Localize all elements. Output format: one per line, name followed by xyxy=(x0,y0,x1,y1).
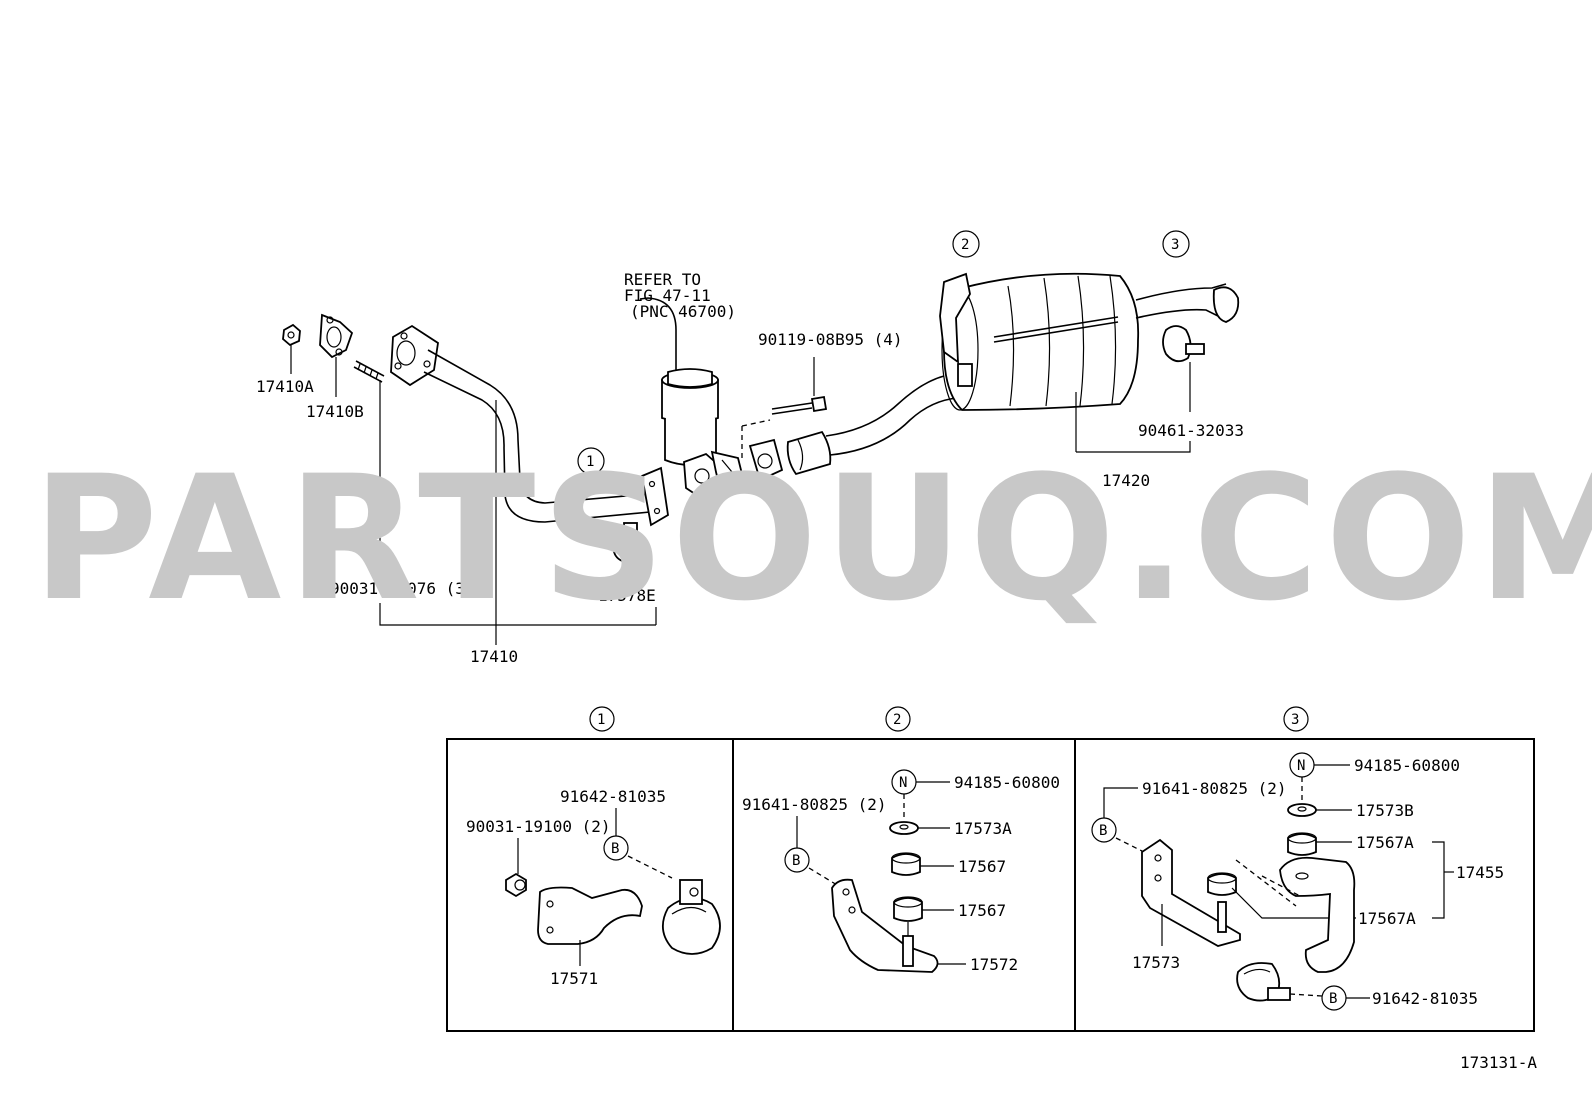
label-d3-91642-81035: 91642-81035 xyxy=(1372,989,1478,1008)
label-d2-17567-b: 17567 xyxy=(958,901,1006,920)
label-d3-17567A-b: 17567A xyxy=(1358,909,1416,928)
front-pipe-17410-part xyxy=(390,324,669,527)
d3-cushion-2-part xyxy=(1207,872,1237,896)
d1-bolt-part xyxy=(505,872,527,898)
label-17573B: 17573B xyxy=(1356,801,1414,820)
detail-3-panel: 3 B 91641-80825 (2) N 94185-60800 17573B… xyxy=(1091,706,1504,1011)
d2-letter-n: N xyxy=(899,775,907,791)
label-17455: 17455 xyxy=(1456,863,1504,882)
label-17573: 17573 xyxy=(1132,953,1180,972)
callout-3-marker: 3 xyxy=(1162,230,1190,258)
label-17410: 17410 xyxy=(470,647,518,666)
d3-washer-part xyxy=(1287,803,1317,817)
d3-letter-b1: B xyxy=(1099,823,1107,839)
bolt-90119-08B95-part xyxy=(771,395,828,415)
label-d2-17567-a: 17567 xyxy=(958,857,1006,876)
center-pipe-part xyxy=(748,375,959,482)
label-90031-16076: 90031-16076 (3) xyxy=(330,579,475,598)
detail-1-panel: 1 91642-81035 B 90031-19100 (2) 17571 xyxy=(466,706,721,988)
refer-note-line2: FIG 47-11 xyxy=(624,286,711,305)
bracket-17572-part xyxy=(831,878,939,973)
clamp-17578E-part xyxy=(612,522,644,563)
nut-17410A-part xyxy=(282,323,301,347)
label-17410A: 17410A xyxy=(256,377,314,396)
svg-text:3: 3 xyxy=(1171,237,1179,253)
detail-2-callout: 2 xyxy=(893,712,901,728)
label-d3-94185-60800: 94185-60800 xyxy=(1354,756,1460,775)
label-17573A: 17573A xyxy=(954,819,1012,838)
label-17571: 17571 xyxy=(550,969,598,988)
exhaust-valve-unit-part xyxy=(639,297,746,502)
label-d3-91641-80825: 91641-80825 (2) xyxy=(1142,779,1287,798)
label-17410B: 17410B xyxy=(306,402,364,421)
label-17578E: 17578E xyxy=(598,586,656,605)
gasket-17410B-part xyxy=(319,313,354,359)
refer-note-line1: REFER TO xyxy=(624,270,701,289)
d3-cushion-1-part xyxy=(1287,832,1317,856)
bracket-17571-part xyxy=(537,886,643,945)
svg-text:2: 2 xyxy=(961,237,969,253)
d2-cushion-2-part xyxy=(893,896,923,922)
label-d3-17567A-a: 17567A xyxy=(1356,833,1414,852)
d3-letter-n: N xyxy=(1297,758,1305,774)
d2-washer-part xyxy=(889,821,919,835)
detail-3-callout: 3 xyxy=(1291,712,1299,728)
d3-letter-b2: B xyxy=(1329,991,1337,1007)
stud-bolt-part xyxy=(353,360,385,383)
label-d2-91641-80825: 91641-80825 (2) xyxy=(742,795,887,814)
detail-frame xyxy=(446,738,1535,1032)
detail-2-panel: 2 91641-80825 (2) B N 94185-60800 17573A… xyxy=(742,706,1060,974)
callout-1-marker: 1 xyxy=(577,447,605,475)
svg-text:1: 1 xyxy=(586,454,594,470)
label-17420: 17420 xyxy=(1102,471,1150,490)
label-17572: 17572 xyxy=(970,955,1018,974)
muffler-17420-part xyxy=(939,272,1240,411)
d2-letter-b: B xyxy=(792,853,800,869)
clamp-90461-32033-part xyxy=(1162,325,1205,363)
bracket-17573-part xyxy=(1141,838,1241,947)
d1-letter-b: B xyxy=(611,841,619,857)
d1-clamp-part xyxy=(662,879,721,955)
label-90461-32033: 90461-32033 xyxy=(1138,421,1244,440)
hanger-17455-part xyxy=(1279,856,1356,973)
d3-clamp-part xyxy=(1236,962,1291,1002)
label-d1-90031-19100: 90031-19100 (2) xyxy=(466,817,611,836)
callout-2-marker: 2 xyxy=(952,230,980,258)
d2-cushion-1-part xyxy=(891,852,921,876)
label-90119-08B95: 90119-08B95 (4) xyxy=(758,330,903,349)
label-d1-91642-81035: 91642-81035 xyxy=(560,787,666,806)
refer-note-line3: (PNC 46700) xyxy=(630,302,736,321)
figure-code: 173131-A xyxy=(1460,1053,1537,1072)
watermark-text: PARTSOUQ.COM xyxy=(32,438,1592,639)
detail-1-callout: 1 xyxy=(597,712,605,728)
label-d2-94185-60800: 94185-60800 xyxy=(954,773,1060,792)
